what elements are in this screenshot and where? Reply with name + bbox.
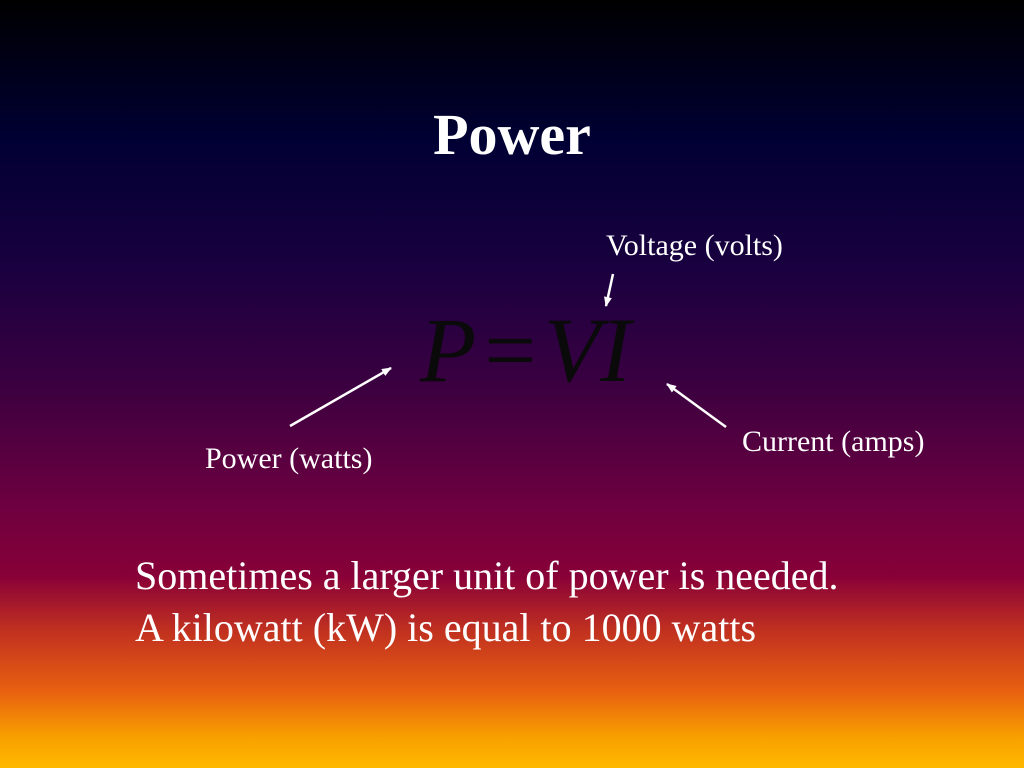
equation-power-symbol: P xyxy=(420,299,477,401)
body-text: Sometimes a larger unit of power is need… xyxy=(135,550,839,654)
equation-voltage-symbol: V xyxy=(544,299,601,401)
equation-current-symbol: I xyxy=(600,299,631,401)
power-arrow xyxy=(289,366,392,428)
power-equation: P=VI xyxy=(420,300,631,400)
power-label: Power (watts) xyxy=(205,442,373,475)
body-line-2: A kilowatt (kW) is equal to 1000 watts xyxy=(135,605,757,650)
voltage-label: Voltage (volts) xyxy=(606,229,783,262)
equation-equals-sign: = xyxy=(484,299,537,401)
current-arrow xyxy=(666,382,727,429)
current-label: Current (amps) xyxy=(742,425,925,458)
body-line-1: Sometimes a larger unit of power is need… xyxy=(135,553,839,598)
slide-title: Power xyxy=(433,102,591,167)
